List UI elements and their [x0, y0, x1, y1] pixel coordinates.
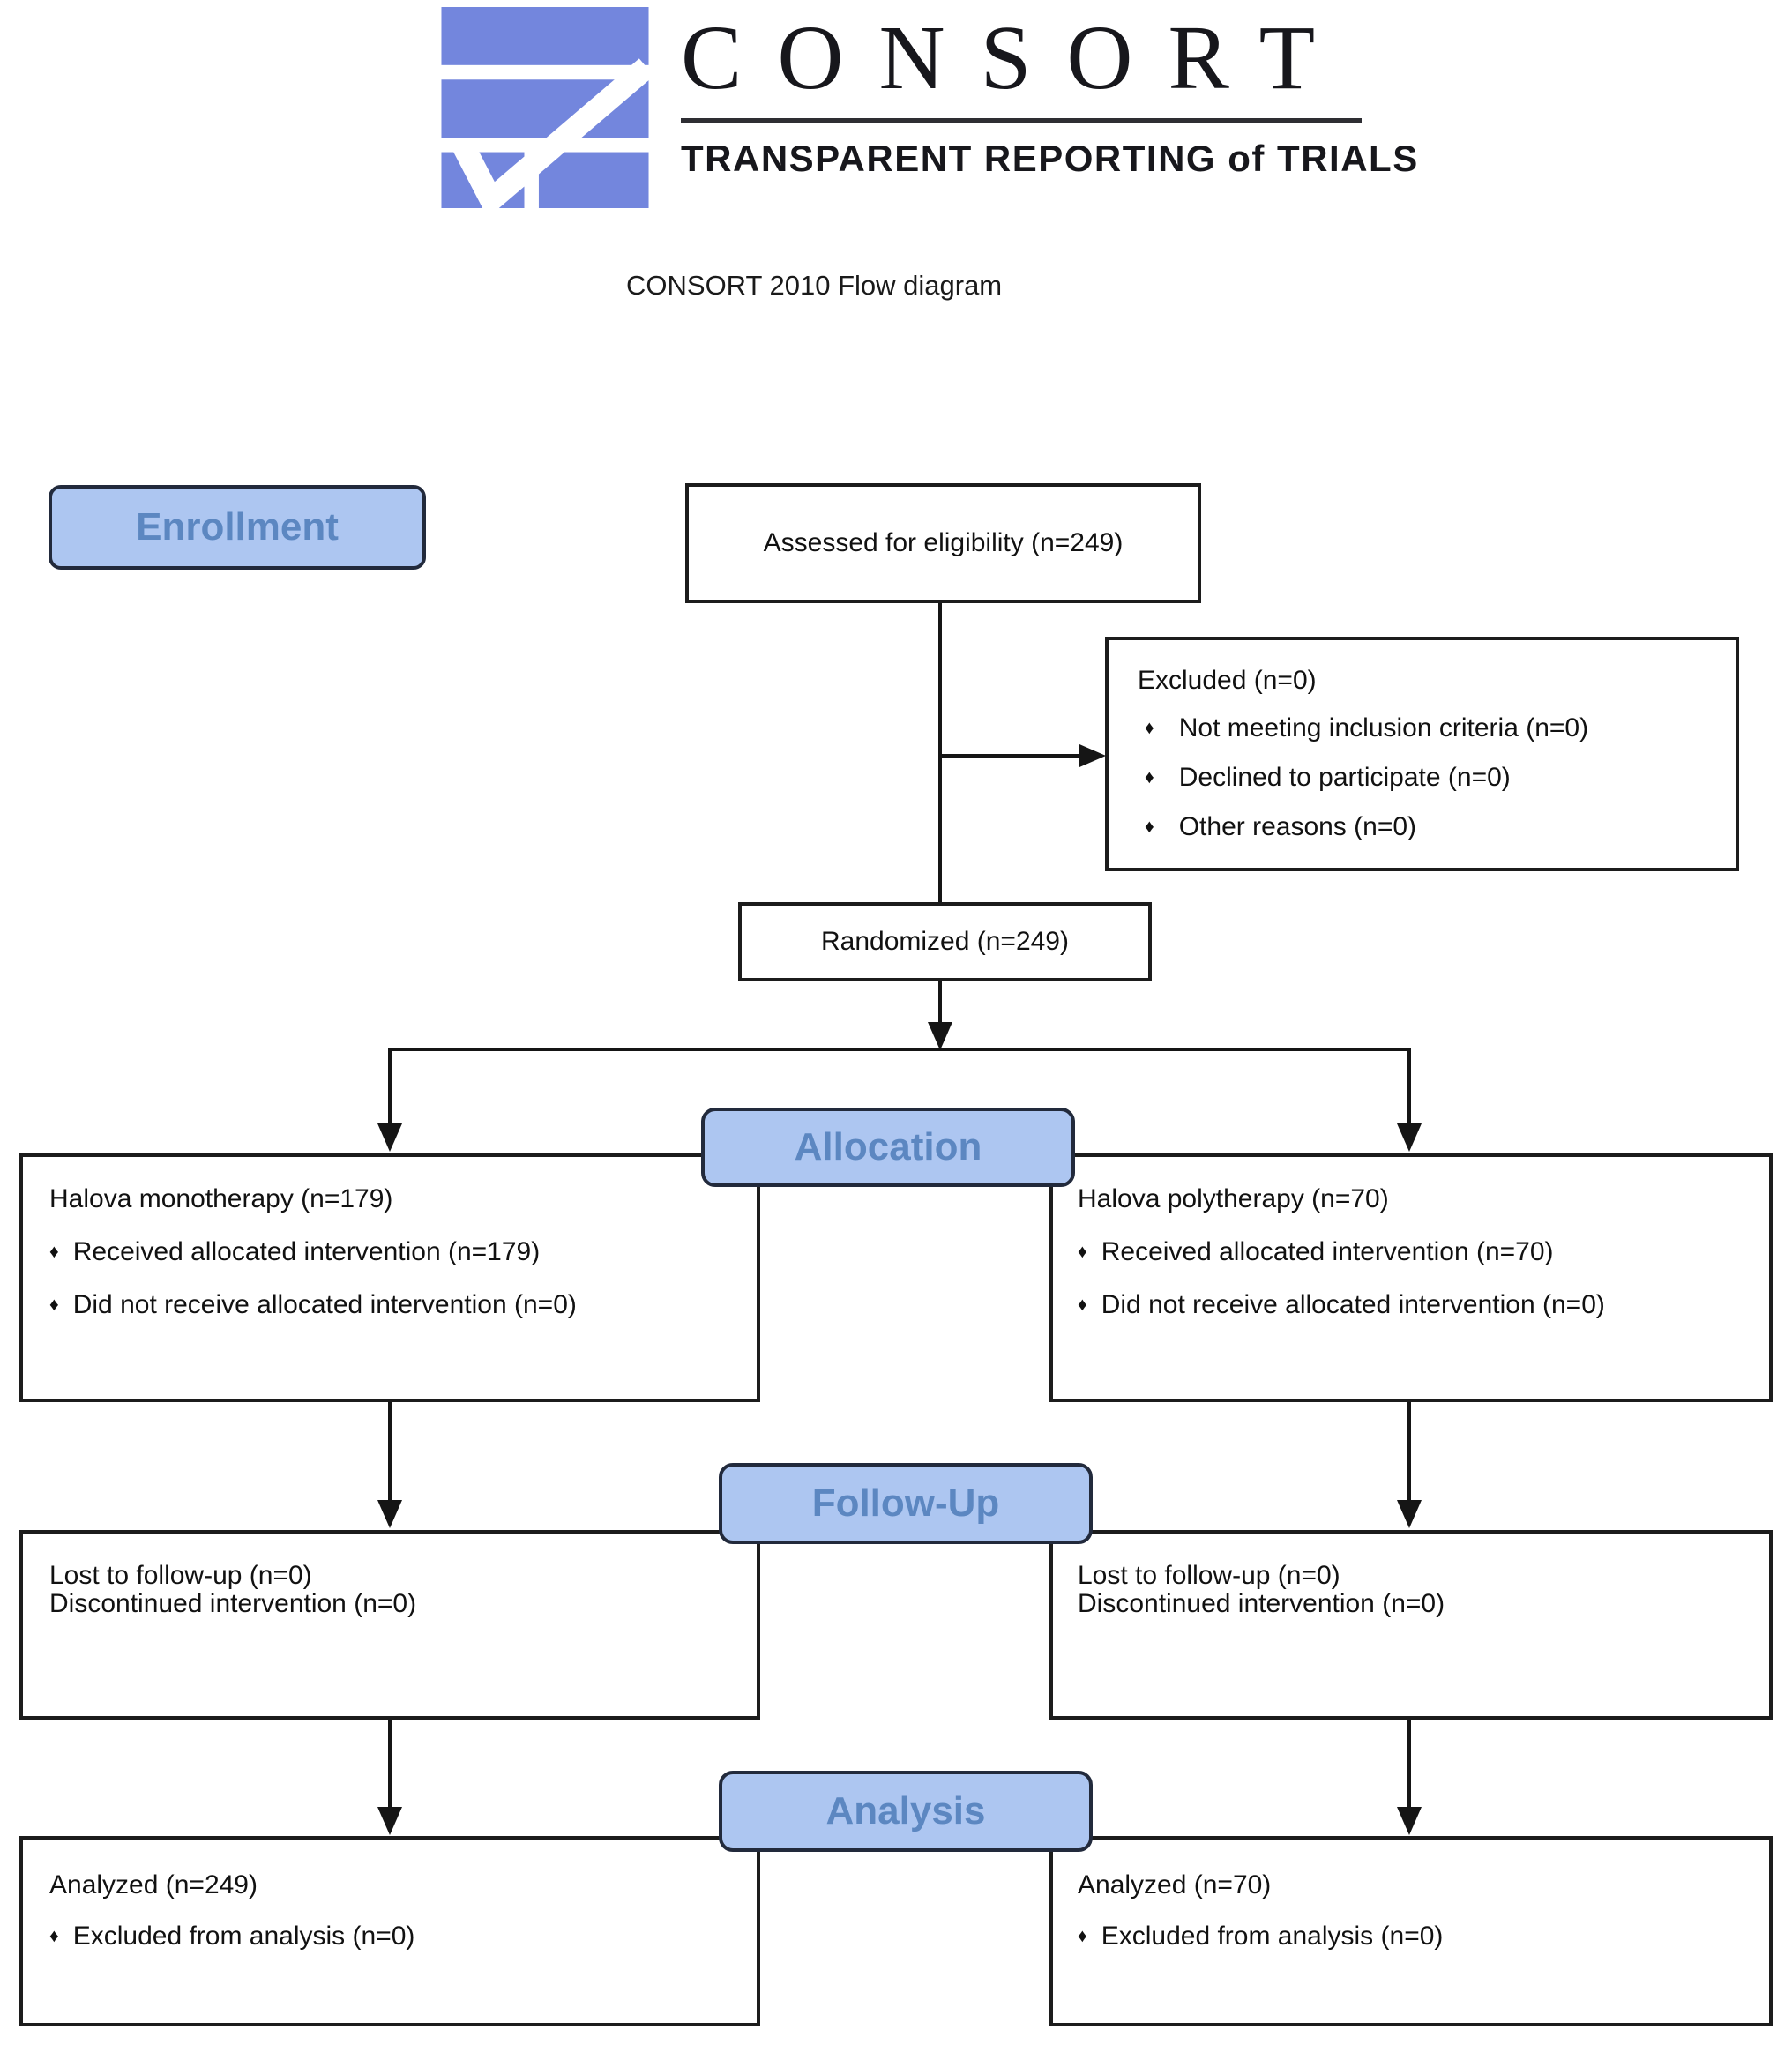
- allocation-right-title: Halova polytherapy (n=70): [1078, 1184, 1389, 1213]
- consort-tagline: TRANSPARENT REPORTING of TRIALS: [681, 138, 1419, 179]
- list-item: ♦ Excluded from analysis (n=0): [49, 1922, 739, 1951]
- arrowhead-analysis-left-icon: [377, 1807, 402, 1835]
- consort-logo-icon: [441, 7, 649, 208]
- allocation-left-title: Halova monotherapy (n=179): [49, 1184, 393, 1213]
- followup-left-line: Discontinued intervention (n=0): [49, 1589, 417, 1618]
- allocation-left-bullet: Did not receive allocated intervention (…: [72, 1290, 577, 1319]
- connector-followup-analysis-right: [1407, 1720, 1411, 1808]
- diagram-caption: CONSORT 2010 Flow diagram: [626, 270, 1003, 301]
- diamond-bullet-icon: ♦: [1078, 1295, 1087, 1315]
- stage-followup: Follow-Up: [719, 1463, 1093, 1544]
- list-item: ♦ Not meeting inclusion criteria (n=0): [1138, 714, 1714, 743]
- followup-left-box: Lost to follow-up (n=0) Discontinued int…: [19, 1530, 760, 1720]
- allocation-left-bullet: Received allocated intervention (n=179): [72, 1237, 541, 1266]
- arrowhead-alloc-left-icon: [377, 1123, 402, 1152]
- connector-branch-alloc-right: [1407, 1048, 1411, 1123]
- excluded-bullet: Not meeting inclusion criteria (n=0): [1178, 713, 1589, 743]
- followup-right-box: Lost to follow-up (n=0) Discontinued int…: [1049, 1530, 1773, 1720]
- arrowhead-followup-left-icon: [377, 1500, 402, 1528]
- randomized-text: Randomized (n=249): [820, 927, 1069, 956]
- list-item: ♦ Did not receive allocated intervention…: [1078, 1291, 1753, 1319]
- arrowhead-alloc-right-icon: [1397, 1123, 1422, 1152]
- connector-alloc-followup-left: [388, 1402, 392, 1501]
- list-item: ♦ Received allocated intervention (n=70): [1078, 1238, 1753, 1266]
- diamond-bullet-icon: ♦: [49, 1295, 59, 1315]
- arrowhead-excluded-icon: [1079, 744, 1106, 767]
- diamond-bullet-icon: ♦: [1078, 1926, 1087, 1946]
- arrowhead-branch-icon: [928, 1022, 952, 1050]
- stage-allocation: Allocation: [701, 1108, 1075, 1187]
- connector-assessed-randomized: [938, 603, 942, 902]
- analysis-right-title: Analyzed (n=70): [1078, 1870, 1272, 1899]
- followup-right-line: Discontinued intervention (n=0): [1078, 1589, 1445, 1618]
- connector-followup-analysis-left: [388, 1720, 392, 1808]
- diamond-bullet-icon: ♦: [49, 1926, 59, 1946]
- connector-randomized-branch: [938, 981, 942, 1024]
- followup-left-line: Lost to follow-up (n=0): [49, 1561, 312, 1590]
- logo-divider: [681, 118, 1362, 123]
- excluded-bullet: Declined to participate (n=0): [1178, 763, 1511, 792]
- analysis-left-title: Analyzed (n=249): [49, 1870, 258, 1899]
- excluded-title: Excluded (n=0): [1138, 666, 1317, 695]
- checkmark-icon: [452, 58, 649, 208]
- randomized-box: Randomized (n=249): [738, 902, 1152, 981]
- stage-analysis: Analysis: [719, 1771, 1093, 1852]
- list-item: ♦ Declined to participate (n=0): [1138, 764, 1714, 792]
- allocation-left-box: Halova monotherapy (n=179) ♦ Received al…: [19, 1153, 760, 1402]
- diamond-bullet-icon: ♦: [1145, 767, 1154, 787]
- allocation-right-bullet: Did not receive allocated intervention (…: [1101, 1290, 1605, 1319]
- list-item: ♦ Received allocated intervention (n=179…: [49, 1238, 739, 1266]
- branch-line: [388, 1048, 1411, 1051]
- diamond-bullet-icon: ♦: [1145, 817, 1154, 837]
- list-item: ♦ Did not receive allocated intervention…: [49, 1291, 739, 1319]
- excluded-bullet: Other reasons (n=0): [1178, 812, 1417, 841]
- diamond-bullet-icon: ♦: [1145, 718, 1154, 738]
- arrowhead-analysis-right-icon: [1397, 1807, 1422, 1835]
- analysis-right-bullet: Excluded from analysis (n=0): [1101, 1922, 1444, 1951]
- diamond-bullet-icon: ♦: [49, 1242, 59, 1262]
- excluded-box: Excluded (n=0) ♦ Not meeting inclusion c…: [1105, 637, 1739, 871]
- allocation-right-bullet: Received allocated intervention (n=70): [1101, 1237, 1554, 1266]
- list-item: ♦ Other reasons (n=0): [1138, 813, 1714, 841]
- followup-right-line: Lost to follow-up (n=0): [1078, 1561, 1340, 1590]
- connector-to-excluded: [940, 754, 1081, 758]
- diamond-bullet-icon: ♦: [1078, 1242, 1087, 1262]
- connector-branch-alloc-left: [388, 1048, 392, 1123]
- assessed-box: Assessed for eligibility (n=249): [685, 483, 1201, 603]
- stage-enrollment: Enrollment: [49, 485, 426, 570]
- analysis-left-bullet: Excluded from analysis (n=0): [72, 1922, 415, 1951]
- consort-wordmark: CONSORT: [681, 7, 1351, 108]
- arrowhead-followup-right-icon: [1397, 1500, 1422, 1528]
- assessed-text: Assessed for eligibility (n=249): [763, 528, 1124, 557]
- allocation-right-box: Halova polytherapy (n=70) ♦ Received all…: [1049, 1153, 1773, 1402]
- connector-alloc-followup-right: [1407, 1402, 1411, 1501]
- analysis-right-box: Analyzed (n=70) ♦ Excluded from analysis…: [1049, 1836, 1773, 2026]
- analysis-left-box: Analyzed (n=249) ♦ Excluded from analysi…: [19, 1836, 760, 2026]
- list-item: ♦ Excluded from analysis (n=0): [1078, 1922, 1753, 1951]
